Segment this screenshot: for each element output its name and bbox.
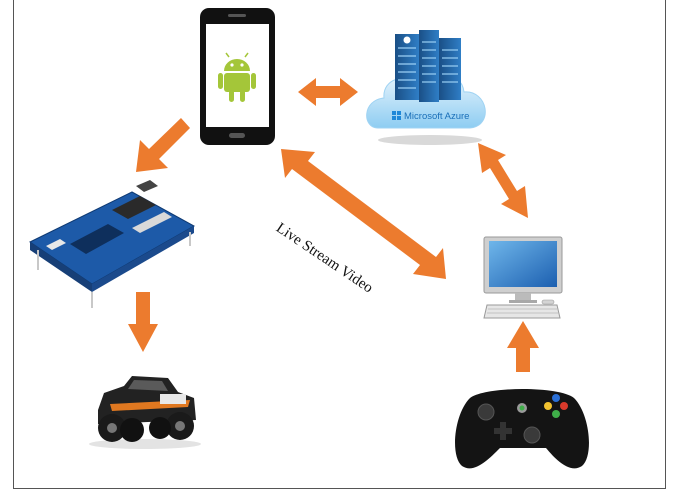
arrow-phone-desktop <box>281 149 446 279</box>
arrow-phone-board <box>136 118 190 172</box>
android-logo-icon <box>218 52 256 102</box>
arrow-cloud-desktop <box>478 143 528 218</box>
server-rack-icon <box>395 30 461 102</box>
arrow-board-car <box>128 292 158 352</box>
wheel <box>98 412 194 442</box>
flow-arrows <box>128 78 539 372</box>
arrow-controller-desktop <box>507 321 539 372</box>
android-phone-icon <box>200 8 275 145</box>
circuit-board-icon <box>29 180 196 308</box>
cloud-service-label: Microsoft Azure <box>404 111 469 122</box>
cloud-server-icon: Microsoft Azure <box>366 30 486 145</box>
monitor-icon <box>483 236 563 319</box>
arrow-phone-cloud <box>298 78 358 106</box>
rc-truck-icon <box>89 376 201 449</box>
gamepad-icon <box>455 389 589 469</box>
slide-frame <box>13 0 666 489</box>
azure-logo-icon <box>392 111 401 120</box>
